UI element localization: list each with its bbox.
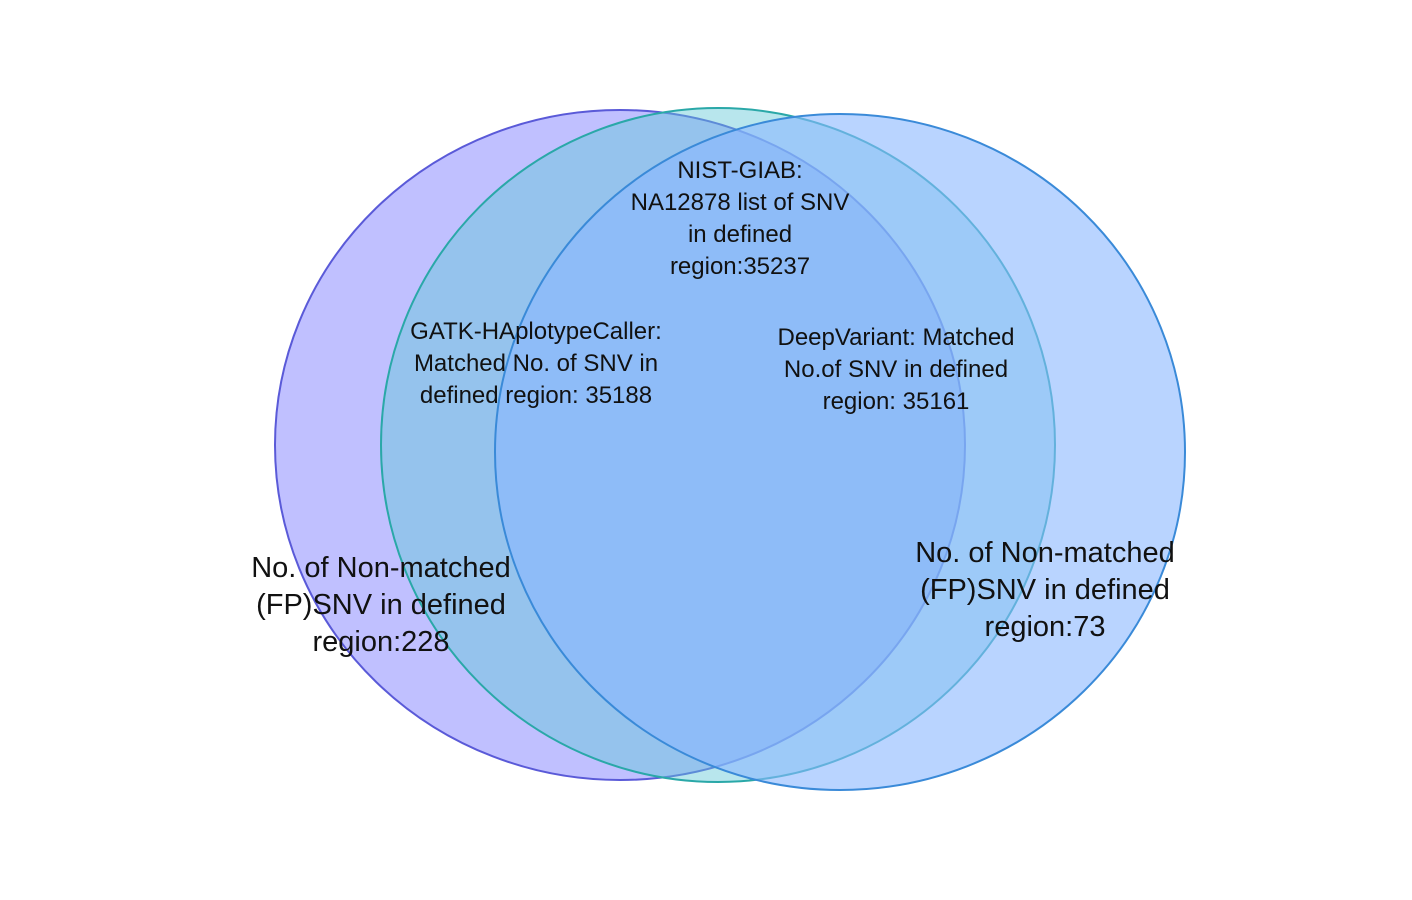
nist-label-line: region:35237 [669,253,811,280]
deepvariant-label-line: DeepVariant: Matched [777,324,1015,351]
nist-label-line: NA12878 list of SNV [630,189,850,216]
gatk-label: GATK-HAplotypeCaller: Matched No. of SNV… [386,316,686,412]
deepvariant-circle [494,113,1186,791]
gatk-label-line: GATK-HAplotypeCaller: [410,318,662,345]
left-nonmatched-line: No. of Non-matched [251,552,511,584]
left-nonmatched-line: region:228 [312,626,450,658]
deepvariant-label-line: No.of SNV in defined [783,356,1009,383]
nist-label-line: NIST-GIAB: [677,157,803,184]
left-nonmatched-label: No. of Non-matched (FP)SNV in defined re… [221,550,541,661]
deepvariant-label-line: region: 35161 [822,388,970,415]
gatk-label-line: Matched No. of SNV in [413,350,659,377]
nist-label: NIST-GIAB: NA12878 list of SNV in define… [600,155,880,283]
right-nonmatched-line: (FP)SNV in defined [920,574,1170,606]
right-nonmatched-label: No. of Non-matched (FP)SNV in defined re… [885,535,1205,646]
right-nonmatched-line: No. of Non-matched [915,537,1175,569]
right-nonmatched-line: region:73 [984,611,1106,643]
nist-label-line: in defined [687,221,793,248]
deepvariant-label: DeepVariant: Matched No.of SNV in define… [746,322,1046,418]
gatk-label-line: defined region: 35188 [419,382,653,409]
left-nonmatched-line: (FP)SNV in defined [256,589,506,621]
